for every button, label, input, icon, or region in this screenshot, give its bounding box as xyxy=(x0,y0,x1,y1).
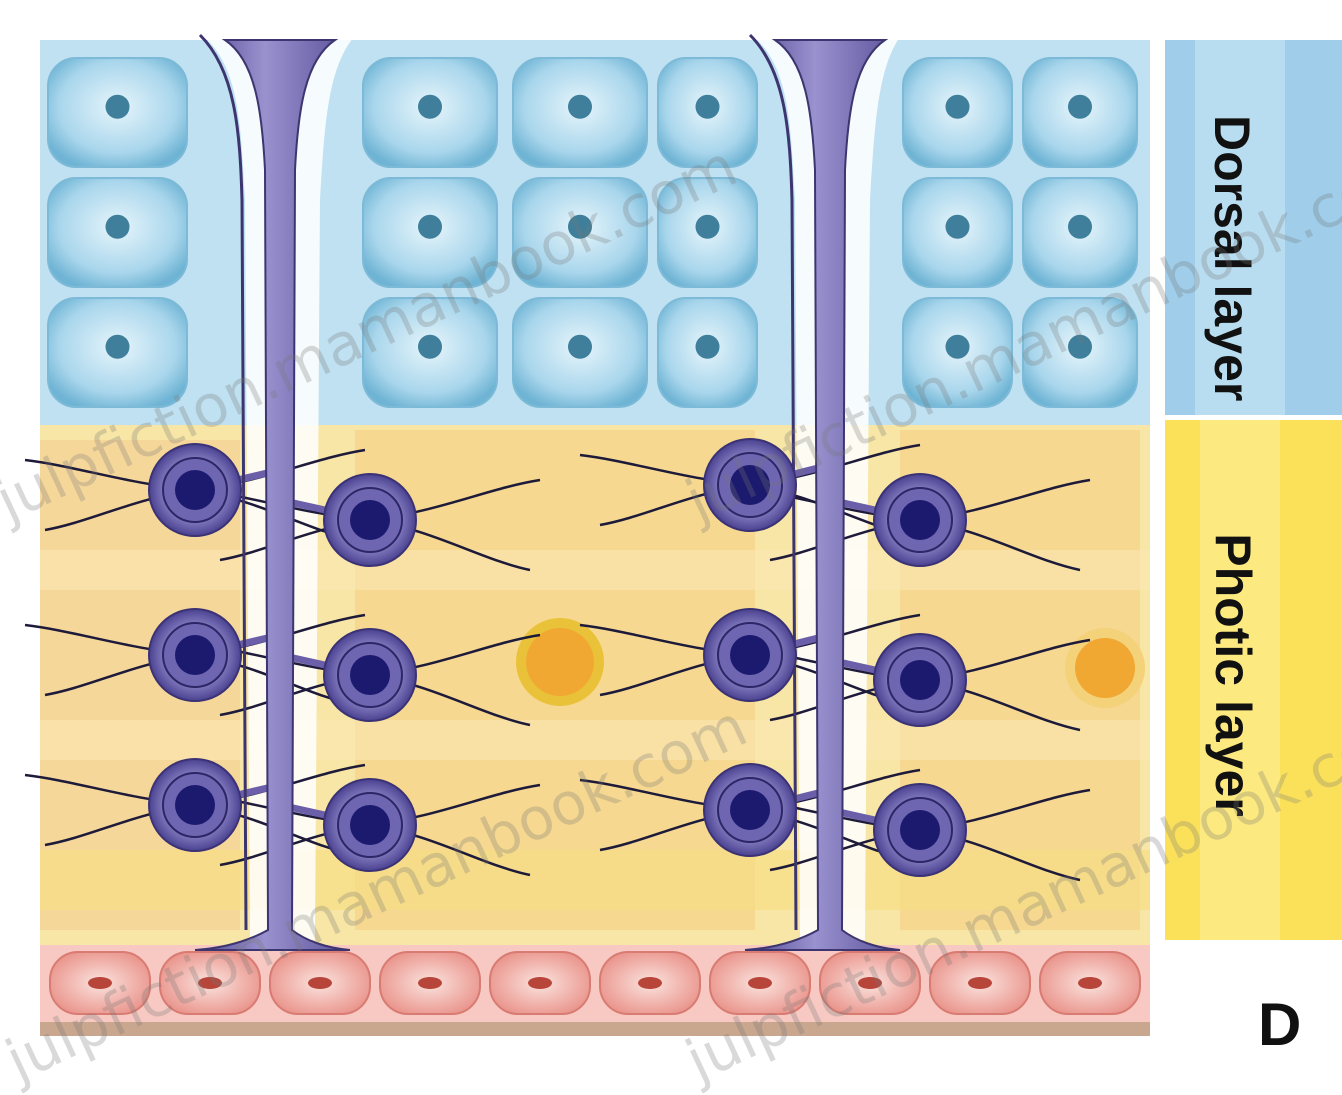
basal-cell-nucleus xyxy=(638,977,662,989)
neuron-nucleus xyxy=(350,655,390,695)
dorsal-cell-nucleus xyxy=(418,215,442,239)
basal-cell-nucleus xyxy=(88,977,112,989)
basal-cell-nucleus xyxy=(528,977,552,989)
dorsal-cell-nucleus xyxy=(106,215,130,239)
basal-layer xyxy=(40,945,1150,1036)
dorsal-cell-nucleus xyxy=(1068,215,1092,239)
photic-layer-label: Photic layer xyxy=(1204,505,1262,845)
neuron-nucleus xyxy=(175,785,215,825)
dorsal-cell-nucleus xyxy=(568,95,592,119)
neuron-nucleus xyxy=(350,500,390,540)
dorsal-cell-nucleus xyxy=(946,215,970,239)
dorsal-cell-nucleus xyxy=(106,335,130,359)
dorsal-cell-nucleus xyxy=(418,335,442,359)
panel-letter: D xyxy=(1258,990,1301,1059)
basal-cell-nucleus xyxy=(748,977,772,989)
dorsal-cell-nucleus xyxy=(696,335,720,359)
retina-layer-diagram xyxy=(0,0,1342,1057)
dorsal-layer xyxy=(40,40,1150,425)
dorsal-cell-nucleus xyxy=(106,95,130,119)
dorsal-layer-label: Dorsal layer xyxy=(1203,115,1261,355)
basal-cell-nucleus xyxy=(968,977,992,989)
dorsal-cell-nucleus xyxy=(946,95,970,119)
basal-cell-nucleus xyxy=(1078,977,1102,989)
neuron-nucleus xyxy=(900,660,940,700)
basal-cell-nucleus xyxy=(308,977,332,989)
basal-cell-nucleus xyxy=(418,977,442,989)
neuron-nucleus xyxy=(175,470,215,510)
neuron-nucleus xyxy=(730,465,770,505)
dorsal-cell-nucleus xyxy=(568,215,592,239)
neuron-nucleus xyxy=(175,635,215,675)
dorsal-cell-nucleus xyxy=(1068,335,1092,359)
neuron-nucleus xyxy=(900,500,940,540)
dorsal-cell-nucleus xyxy=(1068,95,1092,119)
dorsal-cell-nucleus xyxy=(568,335,592,359)
dorsal-cell-nucleus xyxy=(696,95,720,119)
neuron-nucleus xyxy=(730,635,770,675)
neuron-nucleus xyxy=(350,805,390,845)
neuron-nucleus xyxy=(730,790,770,830)
dorsal-cell-nucleus xyxy=(946,335,970,359)
neuron-nucleus xyxy=(900,810,940,850)
basal-cell-nucleus xyxy=(858,977,882,989)
dorsal-cell-nucleus xyxy=(418,95,442,119)
dorsal-cell-nucleus xyxy=(696,215,720,239)
basal-cell-nucleus xyxy=(198,977,222,989)
